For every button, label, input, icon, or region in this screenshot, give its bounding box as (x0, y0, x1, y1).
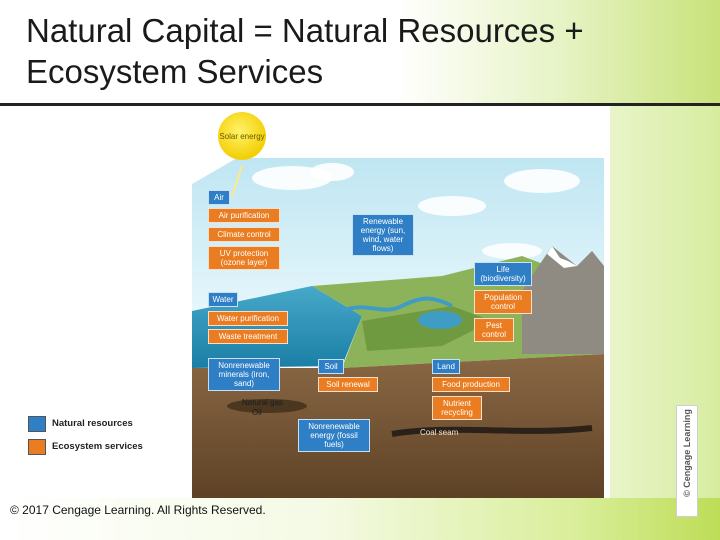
label-uv-protection: UV protection (ozone layer) (208, 246, 280, 270)
natural-capital-diagram: Solar energy Air Air purification Climat… (192, 106, 610, 498)
label-food-production: Food production (432, 377, 510, 392)
label-soil-renewal: Soil renewal (318, 377, 378, 392)
mountains (522, 246, 604, 354)
oil-deposit (227, 399, 307, 413)
solar-energy-sun: Solar energy (218, 112, 266, 160)
label-water-purification: Water purification (208, 311, 288, 326)
copyright-text: © 2017 Cengage Learning. All Rights Rese… (10, 503, 266, 517)
lake (418, 311, 462, 329)
label-natural-gas: Natural gas (242, 398, 283, 407)
label-air: Air (208, 190, 230, 205)
label-coal-seam: Coal seam (420, 428, 459, 437)
legend-swatch (28, 438, 46, 455)
cloud (310, 163, 354, 181)
label-soil: Soil (318, 359, 344, 374)
label-nutrient-recycling: Nutrient recycling (432, 396, 482, 420)
slide-title: Natural Capital = Natural Resources + Ec… (26, 12, 584, 90)
legend-item-ecosystem-services: Ecosystem services (28, 435, 168, 458)
label-land: Land (432, 359, 460, 374)
cloud (504, 169, 580, 193)
river (341, 296, 453, 313)
label-oil: Oil (252, 408, 262, 417)
legend: Natural resources Ecosystem services (28, 412, 168, 458)
legend-label: Ecosystem services (52, 441, 143, 452)
label-pest-control: Pest control (474, 318, 514, 342)
legend-swatch (28, 415, 46, 432)
legend-label: Natural resources (52, 418, 133, 429)
legend-item-natural-resources: Natural resources (28, 412, 168, 435)
cloud (418, 196, 486, 216)
label-population-control: Population control (474, 290, 532, 314)
label-nonrenewable-minerals: Nonrenewable minerals (iron, sand) (208, 358, 280, 391)
title-band: Natural Capital = Natural Resources + Ec… (0, 0, 720, 106)
cloud (482, 243, 542, 259)
sun-label: Solar energy (219, 131, 265, 141)
label-climate-control: Climate control (208, 227, 280, 242)
bottom-band (0, 498, 720, 540)
label-life: Life (biodiversity) (474, 262, 532, 286)
sun-ray (231, 165, 243, 197)
label-water: Water (208, 292, 238, 307)
label-nonrenewable-energy: Nonrenewable energy (fossil fuels) (298, 419, 370, 452)
label-renewable-energy: Renewable energy (sun, wind, water flows… (352, 214, 414, 256)
snow-cap (547, 246, 577, 268)
landscape-illustration (192, 158, 604, 498)
credit-text: © Cengage Learning (682, 409, 692, 497)
label-waste-treatment: Waste treatment (208, 329, 288, 344)
label-air-purification: Air purification (208, 208, 280, 223)
coal-seam-layer (391, 425, 593, 437)
cengage-credit: © Cengage Learning (676, 405, 698, 517)
